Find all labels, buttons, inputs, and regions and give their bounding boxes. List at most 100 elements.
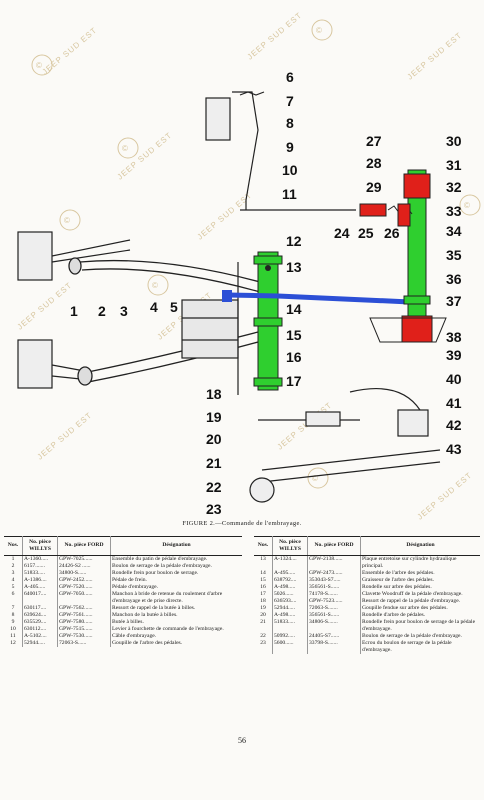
designation-cell: Ressort de rappel de la pédale d'embraya…	[362, 597, 461, 604]
callout-40: 40	[446, 371, 462, 387]
designation-cell: Butée à billes.	[112, 618, 144, 625]
designation-cell: Rondelle frein pour boulon de serrage.	[112, 569, 199, 576]
part-number-cell: 7	[4, 604, 23, 612]
part-number-cell: 14	[254, 569, 273, 577]
ford-cell: 33798-S.......	[307, 639, 361, 654]
cross-rod	[222, 290, 411, 305]
svg-text:©: ©	[316, 26, 323, 35]
col-nos: Nos.	[254, 536, 273, 556]
willys-cell: 52944.....	[272, 604, 308, 612]
ford-cell: 72063-S.......	[307, 604, 361, 612]
callout-31: 31	[446, 157, 462, 173]
designation-cell: Boulon de serrage de la pédale d'embraya…	[362, 632, 462, 639]
ford-cell: GPW-2452......	[57, 576, 111, 584]
designation-cell: Graisseur de l'arbre des pédales.	[362, 576, 434, 583]
callout-17: 17	[286, 373, 302, 389]
callout-26: 26	[384, 225, 400, 241]
ford-cell: GPW-7561......	[57, 611, 111, 619]
ford-cell: 74178-S.......	[307, 590, 361, 598]
part-number-cell: 11	[4, 632, 23, 640]
callout-35: 35	[446, 247, 462, 263]
watermark-text: JEEP SUD EST	[246, 10, 304, 61]
callout-5: 5	[170, 299, 178, 315]
designation-cell: Ensemble du patin de pédale d'embrayage.	[112, 555, 208, 562]
callout-33: 33	[446, 203, 462, 219]
willys-cell: A-405.....	[22, 583, 58, 591]
callout-21: 21	[206, 455, 222, 471]
ford-cell: GPW-7530......	[57, 632, 111, 640]
callout-39: 39	[446, 347, 462, 363]
designation-cell: Ensemble de l'arbre des pédales.	[362, 569, 435, 576]
release-lever	[205, 91, 356, 211]
col-nos: Nos.	[4, 536, 23, 556]
col-designation: Désignation	[360, 536, 480, 556]
willys-cell: 5600......	[272, 639, 308, 654]
callout-4: 4	[150, 299, 158, 315]
callout-43: 43	[446, 441, 462, 457]
willys-cell: 640017....	[22, 590, 58, 605]
ford-cell: GPW-2473......	[307, 569, 361, 577]
part-number-cell: 5	[4, 583, 23, 591]
ford-cell: 24426-S2 ......	[57, 562, 111, 570]
watermark-text: JEEP SUD EST	[36, 410, 94, 461]
willys-cell: 52944.....	[22, 639, 58, 647]
willys-cell: 50992.....	[272, 632, 308, 640]
part-number-cell: 3	[4, 569, 23, 577]
ford-cell: 353043-S7.....	[307, 576, 361, 584]
watermark-text: JEEP SUD EST	[16, 280, 74, 331]
willys-cell: 5026......	[272, 590, 308, 598]
callout-10: 10	[282, 162, 298, 178]
callout-28: 28	[366, 155, 382, 171]
callout-22: 22	[206, 479, 222, 495]
callout-9: 9	[286, 139, 294, 155]
watermark-text: JEEP SUD EST	[196, 190, 254, 241]
col-ford: No. pièce FORD	[307, 536, 361, 556]
callout-23: 23	[206, 501, 222, 517]
svg-text:©: ©	[64, 216, 71, 225]
callout-29: 29	[366, 179, 382, 195]
designation-cell: Rondelle frein pour boulon de serrage de…	[362, 618, 476, 632]
callout-14: 14	[286, 301, 302, 317]
ford-cell: 24405-S7......	[307, 632, 361, 640]
designation-cell: Ressort de rappel de la butée à billes.	[112, 604, 196, 611]
svg-text:©: ©	[122, 144, 129, 153]
willys-cell: A-1386....	[22, 576, 58, 584]
col-willys: No. pièce WILLYS	[272, 536, 308, 556]
callout-24: 24	[334, 225, 350, 241]
parts-table-left: Nos. No. pièce WILLYS No. pièce FORD Dés…	[4, 536, 242, 647]
part-number-cell: 21	[254, 618, 273, 633]
designation-cell: Manchon à bride de retenue du roulement …	[112, 590, 223, 604]
callout-32: 32	[446, 179, 462, 195]
designation-cell: Manchon de la butée à billes.	[112, 611, 178, 618]
clutch-pedal-pad	[17, 339, 91, 389]
lower-linkage	[249, 387, 441, 503]
svg-text:©: ©	[312, 474, 319, 483]
ford-cell: 356561-S......	[307, 611, 361, 619]
watermark-text: JEEP SUD EST	[416, 470, 474, 520]
willys-cell: 51833.....	[22, 569, 58, 577]
lower-bracket	[369, 315, 447, 343]
callout-20: 20	[206, 431, 222, 447]
willys-cell: 630112....	[22, 625, 58, 633]
designation-cell: Boulon de serrage de la pédale d'embraya…	[112, 562, 212, 569]
col-willys: No. pièce WILLYS	[22, 536, 58, 556]
designation-cell: Clavette Woodruff de la pédale d'embraya…	[362, 590, 463, 597]
part-number-cell: 12	[4, 639, 23, 647]
svg-text:©: ©	[152, 281, 159, 290]
col-designation: Désignation	[110, 536, 242, 556]
callout-13: 13	[286, 259, 302, 275]
svg-text:©: ©	[464, 201, 471, 210]
willys-cell: 630117....	[22, 604, 58, 612]
cross-shaft	[403, 169, 431, 321]
